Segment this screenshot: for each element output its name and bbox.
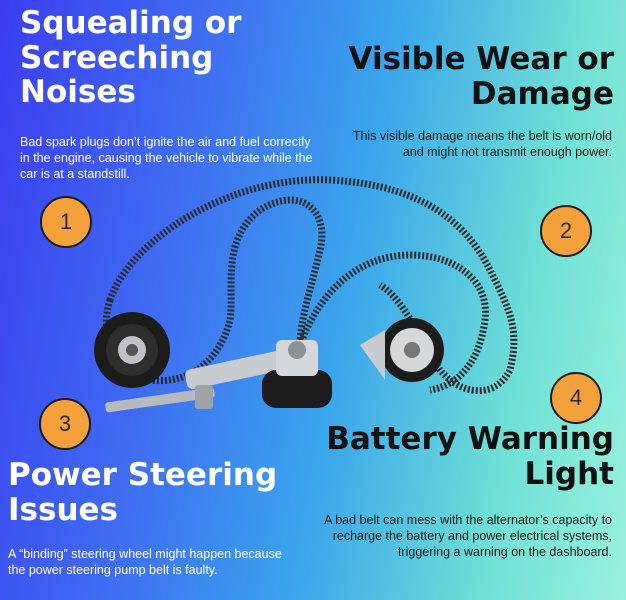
title-visible-wear: Visible Wear or Damage xyxy=(348,41,614,112)
text-squealing-noises: Bad spark plugs don’t ignite the air and… xyxy=(20,135,313,181)
title-battery-warning: Battery Warning Light xyxy=(326,421,614,492)
idler-pulley-left xyxy=(94,312,170,388)
title-power-steering: Power Steering Issues xyxy=(8,457,278,528)
number-badge-2: 2 xyxy=(540,205,592,257)
bolt xyxy=(105,385,215,413)
belt-long xyxy=(102,176,518,395)
text-power-steering: A “binding” steering wheel might happen … xyxy=(8,547,282,577)
number-badge-1: 1 xyxy=(40,196,92,248)
idler-pulley-right xyxy=(360,318,444,382)
text-visible-wear: This visible damage means the belt is wo… xyxy=(352,129,612,159)
tensioner-pulley xyxy=(185,340,332,408)
number-badge-3: 3 xyxy=(39,398,91,450)
title-squealing-noises: Squealing or Screeching Noises xyxy=(20,5,242,111)
text-battery-warning: A bad belt can mess with the alternator’… xyxy=(324,513,612,559)
number-badge-4: 4 xyxy=(550,372,602,424)
